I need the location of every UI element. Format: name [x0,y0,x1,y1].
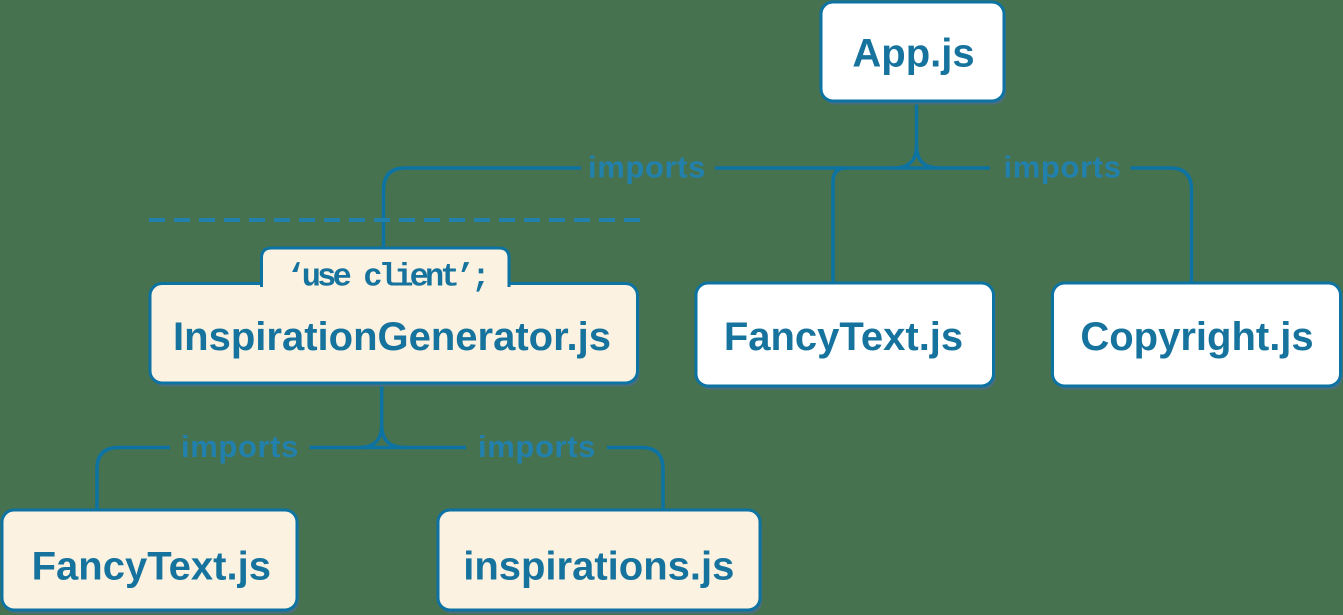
svg-text:imports: imports [478,429,596,464]
svg-text:InspirationGenerator.js: InspirationGenerator.js [173,315,611,359]
svg-text:inspirations.js: inspirations.js [463,545,734,589]
svg-text:imports: imports [181,429,299,464]
svg-text:App.js: App.js [852,32,974,76]
svg-text:‘use client’;: ‘use client’; [286,259,486,296]
svg-text:imports: imports [588,150,706,185]
svg-text:FancyText.js: FancyText.js [724,315,963,359]
svg-text:FancyText.js: FancyText.js [32,545,271,589]
svg-text:Copyright.js: Copyright.js [1080,315,1313,359]
svg-text:imports: imports [1004,150,1122,185]
